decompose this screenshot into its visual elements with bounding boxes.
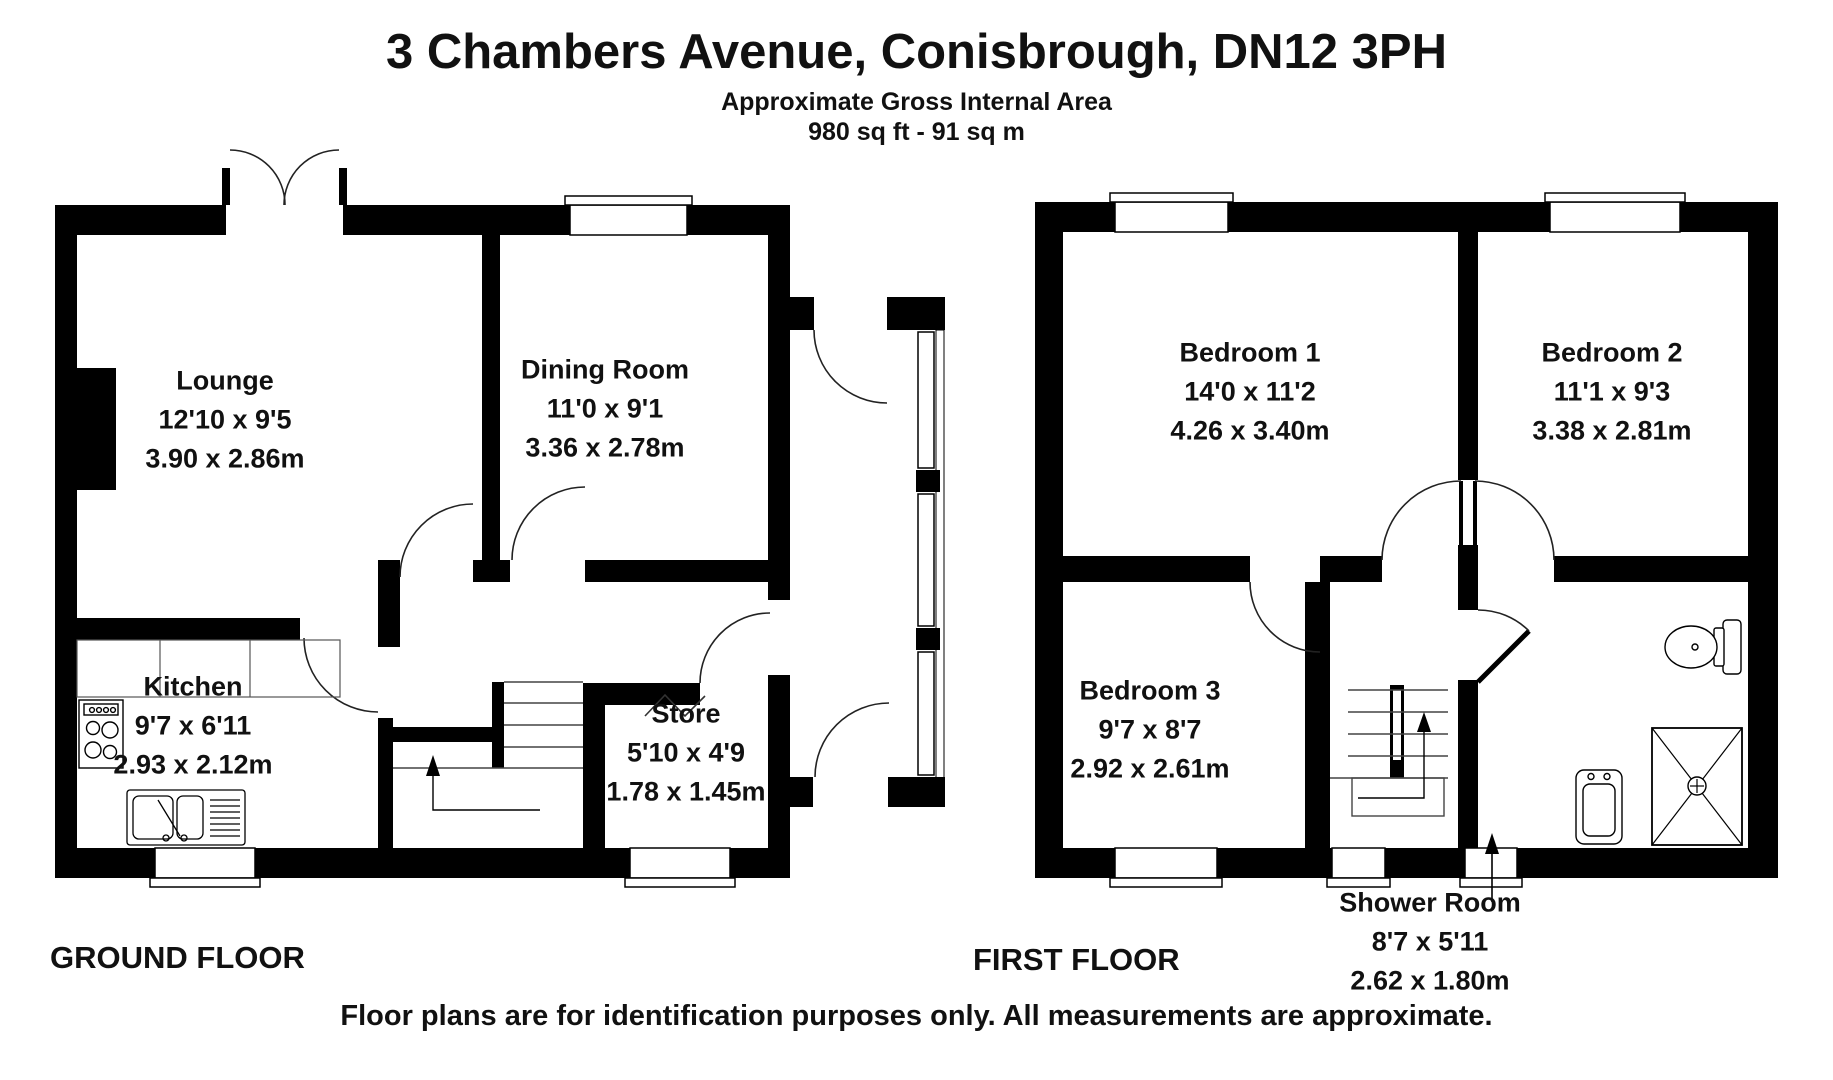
bedroom3-window bbox=[1109, 847, 1223, 888]
room-name: Lounge bbox=[176, 365, 274, 396]
shower-room-arrow bbox=[1485, 833, 1499, 902]
first-floor-walls bbox=[1035, 202, 1778, 878]
hob-icon bbox=[78, 699, 124, 769]
ground-floor-plan bbox=[55, 149, 945, 888]
room-size-metric: 2.93 x 2.12m bbox=[113, 749, 273, 780]
kitchen-window bbox=[149, 847, 261, 888]
first-floor-plan bbox=[1035, 192, 1778, 902]
front-door-arc bbox=[814, 702, 890, 778]
room-size-imperial: 9'7 x 6'11 bbox=[134, 710, 252, 741]
room-size-imperial: 11'0 x 9'1 bbox=[546, 393, 664, 424]
bedroom3-door-arc bbox=[1249, 581, 1321, 653]
room-size-metric: 2.92 x 2.61m bbox=[1070, 753, 1230, 784]
dining-room-label: Dining Room 11'0 x 9'1 3.36 x 2.78m bbox=[521, 351, 689, 468]
shower-door bbox=[1476, 609, 1531, 684]
lounge-label: Lounge 12'10 x 9'5 3.90 x 2.86m bbox=[145, 362, 304, 479]
area-value: 980 sq ft - 91 sq m bbox=[808, 118, 1025, 146]
stairs-icon-ground bbox=[393, 681, 583, 811]
shower-tray-icon bbox=[1651, 727, 1743, 846]
disclaimer-text: Floor plans are for identification purpo… bbox=[340, 1000, 1493, 1032]
up-arrow-icon-first bbox=[1358, 712, 1431, 799]
room-size-imperial: 8'7 x 5'11 bbox=[1371, 926, 1489, 957]
room-size-imperial: 9'7 x 8'7 bbox=[1098, 714, 1202, 745]
bathroom-sink-icon bbox=[1575, 769, 1623, 845]
room-name: Kitchen bbox=[143, 671, 243, 702]
bedroom1-door bbox=[1381, 480, 1463, 561]
toilet-icon bbox=[1664, 619, 1742, 675]
room-size-imperial: 14'0 x 11'2 bbox=[1184, 376, 1316, 407]
kitchen-counter bbox=[76, 639, 341, 698]
bedroom2-label: Bedroom 2 11'1 x 9'3 3.38 x 2.81m bbox=[1532, 334, 1691, 451]
room-size-metric: 3.38 x 2.81m bbox=[1532, 415, 1692, 446]
stairs-icon-first bbox=[1330, 689, 1448, 817]
bedroom2-door bbox=[1473, 480, 1555, 561]
kitchen-label: Kitchen 9'7 x 6'11 2.93 x 2.12m bbox=[113, 668, 272, 785]
store-window bbox=[624, 847, 736, 888]
room-size-metric: 4.26 x 3.40m bbox=[1170, 415, 1330, 446]
room-name: Bedroom 3 bbox=[1079, 675, 1221, 706]
porch-glazing bbox=[917, 329, 945, 780]
room-name: Store bbox=[651, 698, 721, 729]
ground-floor-doors bbox=[229, 149, 890, 778]
room-size-metric: 3.90 x 2.86m bbox=[145, 443, 305, 474]
kitchen-sink-icon bbox=[126, 789, 246, 846]
room-name: Bedroom 2 bbox=[1541, 337, 1683, 368]
bedroom3-label: Bedroom 3 9'7 x 8'7 2.92 x 2.61m bbox=[1070, 672, 1229, 789]
store-label: Store 5'10 x 4'9 1.78 x 1.45m bbox=[606, 695, 765, 812]
kitchen-door-arc bbox=[303, 637, 379, 713]
bedroom1-window bbox=[1109, 192, 1234, 233]
area-label: Approximate Gross Internal Area bbox=[721, 88, 1112, 116]
room-size-metric: 3.36 x 2.78m bbox=[525, 432, 685, 463]
dining-door-arc bbox=[511, 486, 586, 561]
room-name: Dining Room bbox=[521, 354, 689, 385]
room-name: Shower Room bbox=[1339, 887, 1521, 918]
page-title: 3 Chambers Avenue, Conisbrough, DN12 3PH bbox=[386, 25, 1447, 79]
ground-floor-title: GROUND FLOOR bbox=[50, 940, 305, 975]
dining-window bbox=[564, 195, 693, 236]
first-floor-doors bbox=[1249, 480, 1555, 684]
landing-window bbox=[1326, 847, 1391, 888]
room-size-imperial: 12'10 x 9'5 bbox=[158, 404, 292, 435]
up-arrow-icon bbox=[426, 755, 540, 811]
first-floor-title: FIRST FLOOR bbox=[973, 942, 1180, 977]
ground-floor-walls bbox=[55, 168, 945, 878]
room-name: Bedroom 1 bbox=[1179, 337, 1321, 368]
store-door-arc bbox=[699, 612, 771, 684]
bedroom1-label: Bedroom 1 14'0 x 11'2 4.26 x 3.40m bbox=[1170, 334, 1329, 451]
room-size-imperial: 11'1 x 9'3 bbox=[1553, 376, 1671, 407]
bedroom2-window bbox=[1544, 192, 1686, 233]
room-size-metric: 2.62 x 1.80m bbox=[1350, 965, 1510, 996]
lounge-door-arc bbox=[399, 503, 474, 578]
room-size-metric: 1.78 x 1.45m bbox=[606, 776, 766, 807]
shower-room-label: Shower Room 8'7 x 5'11 2.62 x 1.80m bbox=[1339, 884, 1521, 1001]
chimney-breast bbox=[77, 368, 116, 490]
ground-floor-windows bbox=[149, 195, 945, 888]
room-size-imperial: 5'10 x 4'9 bbox=[627, 737, 745, 768]
porch-door-arc bbox=[813, 329, 888, 404]
store-zigzag bbox=[644, 693, 706, 718]
french-door-arcs bbox=[229, 149, 340, 206]
